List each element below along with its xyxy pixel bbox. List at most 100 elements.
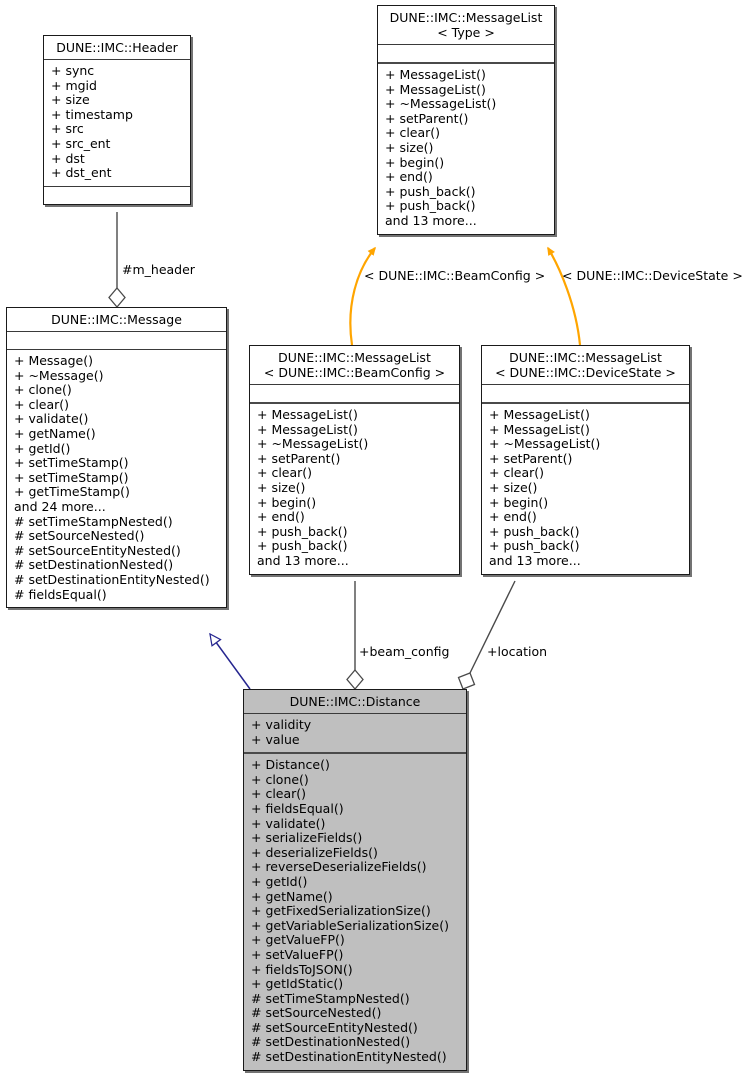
class-member-row: + MessageList() (385, 81, 486, 97)
class-member-row: + clear() (251, 786, 307, 802)
class-member-row: # setDestinationEntityNested() (251, 1049, 447, 1065)
class-member-row: + setParent() (257, 450, 341, 466)
class-member-row: # setTimeStampNested() (14, 513, 173, 529)
edge-label-location: +location (487, 644, 548, 659)
class-member-row: + getValueFP() (251, 932, 345, 948)
class-operations-distance: + Distance()+ clone()+ clear()+ fieldsEq… (244, 754, 466, 1069)
class-member-row: + clear() (14, 396, 70, 412)
class-member-row: # setDestinationNested() (14, 557, 174, 573)
class-member-row: + setValueFP() (251, 946, 344, 962)
class-member-row: + Message() (14, 353, 93, 368)
class-member-row: + MessageList() (489, 407, 590, 422)
class-attributes-header: + sync+ mgid+ size+ timestamp+ src+ src_… (44, 60, 190, 186)
class-member-row: + MessageList() (385, 67, 486, 82)
compartment-divider (7, 349, 226, 350)
class-member-row: + MessageList() (257, 407, 358, 422)
class-attributes-distance: + validity+ value (244, 714, 466, 752)
compartment-divider (482, 402, 689, 404)
class-member-row: + end() (489, 509, 537, 525)
class-member-row: + clear() (385, 125, 441, 141)
class-member-row: + getIdStatic() (251, 976, 344, 992)
class-attributes-message-list-template (378, 45, 554, 62)
edge-header-to-message (108, 212, 126, 309)
class-member-row: + value (251, 731, 300, 747)
class-member-row: + deserializeFields() (251, 844, 378, 860)
class-member-row: # setDestinationEntityNested() (14, 571, 210, 587)
class-member-row: + src_ent (51, 135, 111, 151)
class-member-row: + ~Message() (14, 367, 104, 383)
class-member-row: + ~MessageList() (385, 96, 497, 112)
class-member-row: + setParent() (385, 110, 469, 126)
class-member-row: # setDestinationNested() (251, 1034, 411, 1050)
class-member-row: + push_back() (385, 183, 476, 199)
class-member-row: + timestamp (51, 106, 133, 122)
class-member-row: + setTimeStamp() (14, 469, 129, 485)
class-member-row: + clear() (257, 465, 313, 481)
class-member-row: + MessageList() (257, 421, 358, 437)
class-attributes-message (7, 332, 226, 349)
class-box-message[interactable]: DUNE::IMC::Message + Message()+ ~Message… (6, 307, 227, 609)
edge-label-devicestate-binding: < DUNE::IMC::DeviceState > (562, 268, 743, 283)
class-member-row: + push_back() (489, 538, 580, 554)
class-member-row: + size (51, 92, 90, 108)
class-title-distance: DUNE::IMC::Distance (289, 694, 421, 709)
class-box-distance[interactable]: DUNE::IMC::Distance + validity+ value + … (243, 689, 467, 1071)
class-member-row: + ~MessageList() (257, 436, 369, 452)
class-member-row: + begin() (489, 494, 549, 510)
class-member-row: # fieldsEqual() (14, 586, 107, 602)
compartment-divider (378, 44, 554, 45)
class-member-row: # setSourceNested() (14, 528, 145, 544)
class-operations-message-list-template: + MessageList()+ MessageList()+ ~Message… (378, 64, 554, 234)
class-member-row: + size() (489, 479, 538, 495)
class-member-row: + end() (385, 169, 433, 185)
compartment-divider (44, 59, 190, 60)
class-operations-message: + Message()+ ~Message()+ clone()+ clear(… (7, 350, 226, 607)
class-member-row: + clone() (251, 771, 309, 787)
edge-beamconfig-instantiation (349, 246, 376, 346)
class-member-row: + getFixedSerializationSize() (251, 903, 431, 919)
class-member-row: + sync (51, 63, 95, 78)
class-member-row: + push_back() (257, 523, 348, 539)
class-member-row: # setSourceEntityNested() (251, 1019, 418, 1035)
compartment-divider (482, 384, 689, 385)
class-member-row: + clone() (14, 382, 72, 398)
class-box-header[interactable]: DUNE::IMC::Header + sync+ mgid+ size+ ti… (43, 35, 191, 205)
class-member-row: + clear() (489, 465, 545, 481)
compartment-divider (44, 185, 190, 187)
class-member-row: + getName() (251, 888, 333, 904)
class-attributes-message-list-beamconfig (250, 385, 459, 402)
class-member-row: + setParent() (489, 450, 573, 466)
class-member-row: + getTimeStamp() (14, 484, 130, 500)
class-title-message-list-beamconfig: DUNE::IMC::MessageList < DUNE::IMC::Beam… (263, 350, 446, 380)
class-member-row: + end() (257, 509, 305, 525)
class-title-message-list-template: DUNE::IMC::MessageList < Type > (389, 10, 543, 40)
class-box-message-list-beamconfig[interactable]: DUNE::IMC::MessageList < DUNE::IMC::Beam… (249, 345, 460, 575)
class-member-row: + getId() (14, 440, 71, 456)
compartment-divider (378, 62, 554, 64)
class-member-row: + validate() (251, 815, 326, 831)
edge-devicestate-instantiation (547, 246, 582, 346)
class-member-row: + setTimeStamp() (14, 455, 129, 471)
compartment-divider (244, 752, 466, 755)
class-box-message-list-template[interactable]: DUNE::IMC::MessageList < Type > + Messag… (377, 5, 555, 235)
compartment-divider (244, 713, 466, 714)
class-operations-message-list-devicestate: + MessageList()+ MessageList()+ ~Message… (482, 404, 689, 574)
class-member-row: # setTimeStampNested() (251, 990, 410, 1006)
edge-label-m-header: #m_header (122, 262, 195, 277)
class-title-message: DUNE::IMC::Message (51, 312, 182, 327)
class-box-message-list-devicestate[interactable]: DUNE::IMC::MessageList < DUNE::IMC::Devi… (481, 345, 690, 575)
class-member-row: and 24 more... (14, 498, 106, 514)
compartment-divider (250, 402, 459, 404)
class-member-row: + size() (257, 479, 306, 495)
class-member-row: + getId() (251, 873, 308, 889)
class-operations-message-list-beamconfig: + MessageList()+ MessageList()+ ~Message… (250, 404, 459, 574)
compartment-divider (250, 384, 459, 385)
class-member-row: + MessageList() (489, 421, 590, 437)
edge-label-beam-config: +beam_config (359, 644, 450, 659)
class-member-row: + validate() (14, 411, 89, 427)
class-member-row: + fieldsEqual() (251, 800, 344, 816)
class-member-row: + ~MessageList() (489, 436, 601, 452)
class-member-row: + Distance() (251, 757, 330, 773)
edge-beamconfig-to-distance (346, 581, 364, 691)
